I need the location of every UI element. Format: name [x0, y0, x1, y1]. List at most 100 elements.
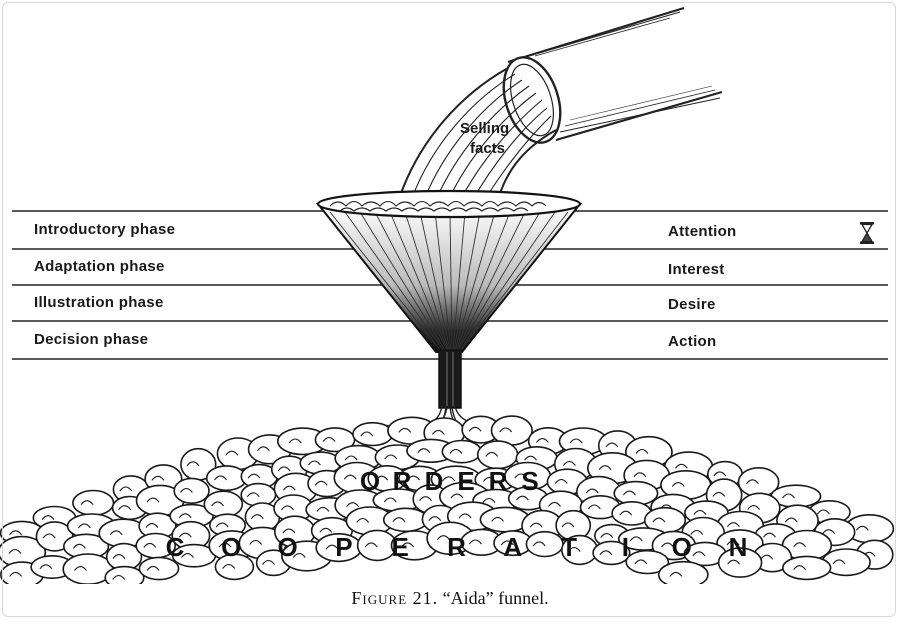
cloud-curl [763, 532, 776, 538]
cloud-curl [109, 530, 123, 536]
cloud-curl [561, 522, 575, 528]
cloud-puff [382, 507, 429, 533]
cloud-curl [77, 523, 91, 529]
cloud-curl [398, 427, 412, 433]
cloud-curl [760, 554, 774, 560]
cloud-curl [726, 522, 740, 528]
cloud-curl [635, 448, 649, 454]
cloud-curl [712, 491, 726, 497]
cooperation-letter: O [277, 532, 297, 562]
cloud-curl [314, 480, 328, 486]
cloud-curl [384, 454, 398, 460]
orders-letter: E [457, 466, 474, 496]
cloud-curl [179, 487, 193, 493]
phase-label-illustration: Illustration phase [34, 294, 164, 311]
cloud-curl [281, 505, 294, 511]
cloud-curl [246, 492, 260, 498]
cloud-curl [524, 455, 538, 461]
phase-label-adaptation: Adaptation phase [34, 258, 165, 275]
cloud-curl [634, 559, 648, 565]
cloud-curl [343, 474, 357, 480]
cloud-curl [74, 566, 87, 571]
cloud-puff [205, 465, 248, 492]
cloud-puff [72, 489, 115, 517]
cloud-curl [816, 509, 830, 515]
cloud-curl [322, 436, 336, 442]
cloud-puff [441, 439, 482, 464]
cloud-curl [431, 429, 445, 435]
cloud-curl [119, 486, 133, 492]
cooperation-letter: N [729, 532, 748, 562]
cooperation-letter: C [166, 532, 185, 562]
cloud-curl [622, 490, 636, 496]
cloud-puff [592, 540, 631, 566]
cloud-curl [793, 542, 807, 548]
cloud-curl [499, 427, 513, 433]
cloud-curl [482, 476, 496, 482]
cloud-curl [112, 574, 126, 580]
cloud-curl [282, 528, 296, 534]
cloud-curl [112, 554, 126, 559]
cloud-curl [307, 460, 321, 466]
cooperation-letter: T [561, 532, 577, 562]
selling-facts-line-2: facts [470, 140, 505, 157]
cloud-puff [781, 555, 832, 581]
cloud-curl [554, 478, 568, 484]
cloud-curl [346, 502, 360, 508]
cooperation-letter: R [447, 532, 466, 562]
cloud-curl [39, 564, 53, 570]
cloud-puff [104, 565, 145, 584]
phase-label-introductory: Introductory phase [34, 221, 175, 238]
cloud-curl [482, 497, 496, 503]
cloud-curl [151, 475, 165, 481]
caption-figure-number: Figure 21. [351, 588, 439, 608]
cooperation-letter: E [392, 532, 409, 562]
cloud-puff [138, 556, 180, 581]
hourglass-icon [860, 222, 874, 244]
pipe [502, 6, 723, 144]
cloud-pile [0, 415, 895, 584]
cloud-curl [344, 455, 358, 461]
cloud-curl [319, 527, 333, 533]
cloud-curl [515, 495, 529, 501]
cloud-curl [713, 471, 727, 477]
cloud-puff [625, 549, 670, 575]
cloud-curl [249, 539, 263, 545]
stage-label-attention: Attention [668, 223, 737, 240]
cloud-curl [9, 571, 23, 577]
cloud-curl [178, 513, 192, 519]
cloud-curl [364, 542, 378, 548]
cloud-curl [383, 497, 397, 503]
cloud-puff [476, 440, 519, 470]
cloud-curl [600, 533, 614, 538]
cloud-curl [247, 473, 261, 479]
cloud-curl [428, 516, 442, 522]
cloud-curl [587, 504, 601, 510]
cloud-puff [525, 530, 564, 558]
cooperation-letter: O [672, 532, 692, 562]
cloud-curl [671, 482, 685, 487]
cloud-curl [535, 438, 549, 443]
cloud-curl [747, 505, 761, 510]
cloud-curl [562, 460, 576, 466]
stage-label-interest: Interest [668, 261, 725, 278]
cloud-curl [529, 522, 543, 528]
cloud-curl [690, 529, 704, 535]
cloud-curl [146, 497, 160, 503]
cooperation-letter: O [221, 532, 241, 562]
cloud-curl [222, 563, 236, 569]
cloud-curl [669, 571, 683, 577]
cloud-curl [360, 431, 374, 437]
cloud-curl [436, 535, 450, 541]
figure-caption: Figure 21. “Aida” funnel. [0, 588, 900, 609]
cloud-curl [407, 475, 420, 481]
cloud-curl [458, 513, 472, 519]
selling-facts-stream [399, 67, 557, 202]
cloud-curl [855, 525, 869, 531]
cooperation-letter: I [622, 532, 629, 562]
cloud-curl [746, 479, 759, 485]
